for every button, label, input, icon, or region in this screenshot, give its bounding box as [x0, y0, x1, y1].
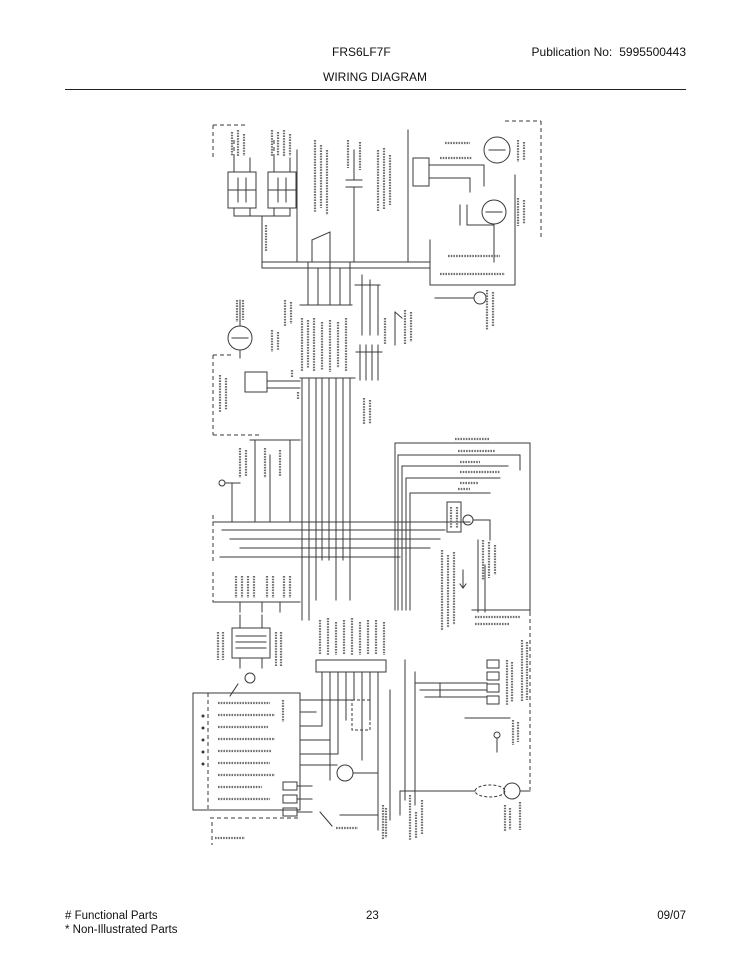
wire	[229, 683, 239, 697]
parts-table	[192, 692, 301, 811]
connector-block	[315, 659, 387, 673]
publication-number: 5995500443	[619, 45, 686, 59]
dashed-harness	[474, 784, 506, 798]
header-rule	[65, 89, 686, 90]
heater	[227, 171, 257, 209]
wire	[311, 231, 331, 241]
terminal	[486, 659, 500, 669]
switch-box	[412, 157, 430, 187]
component-box	[244, 371, 268, 393]
thermostat	[218, 479, 226, 487]
terminal	[486, 695, 500, 705]
motor	[503, 782, 521, 800]
functional-parts-legend: # Functional Parts	[65, 910, 158, 922]
wire	[319, 811, 333, 827]
motor	[481, 199, 507, 225]
compressor	[227, 325, 253, 351]
terminal	[282, 794, 298, 804]
component-circle	[462, 514, 474, 526]
terminal	[486, 683, 500, 693]
heater	[267, 171, 297, 209]
wires	[212, 129, 531, 831]
publication-label: Publication No:	[531, 45, 613, 59]
table-dot	[201, 714, 205, 718]
components	[192, 136, 521, 817]
terminal	[282, 781, 298, 791]
model-number: FRS6LF7F	[332, 45, 391, 59]
wire	[462, 583, 467, 589]
publication-date: 09/07	[657, 910, 686, 922]
page-title: WIRING DIAGRAM	[323, 70, 427, 84]
wire	[394, 311, 403, 319]
relay	[231, 627, 271, 659]
terminal	[282, 807, 298, 817]
component-box	[446, 501, 462, 533]
table-dot	[201, 726, 205, 730]
component-circle	[244, 672, 256, 684]
dashed-boundaries	[207, 120, 542, 845]
motor	[483, 136, 511, 164]
table-dot	[201, 750, 205, 754]
component-circle	[493, 731, 501, 739]
lamp	[336, 764, 354, 782]
terminal	[486, 671, 500, 681]
non-illustrated-parts-legend: * Non-Illustrated Parts	[65, 924, 178, 936]
wire	[459, 583, 464, 589]
table-dot	[201, 738, 205, 742]
dashed-box	[351, 699, 371, 731]
page-number: 23	[366, 910, 379, 922]
fan-motor	[473, 291, 487, 305]
label-marks	[215, 130, 529, 840]
publication-info: Publication No: 5995500443	[532, 45, 686, 59]
table-dot	[201, 762, 205, 766]
